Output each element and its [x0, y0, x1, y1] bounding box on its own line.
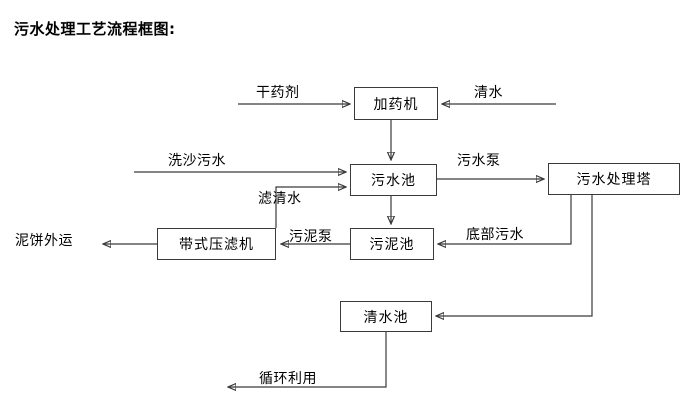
node-label: 带式压滤机 [179, 237, 254, 253]
node-label: 污水处理塔 [576, 172, 652, 188]
edge-label-sludge-pump: 污泥泵 [289, 229, 333, 245]
edge-label-bottom-sewage: 底部污水 [466, 227, 524, 243]
terminal-sand-wash-wastewater: 洗沙污水 [168, 153, 226, 169]
edge-label-filtered-clear-water: 滤清水 [258, 191, 302, 207]
node-label: 清水池 [363, 309, 409, 326]
node-treatment-tower[interactable]: 污水处理塔 [548, 163, 680, 195]
page-title: 污水处理工艺流程框图: [14, 20, 176, 38]
node-label: 加药机 [373, 96, 419, 113]
node-wastewater-pool[interactable]: 污水池 [350, 164, 437, 196]
node-dosing-machine[interactable]: 加药机 [354, 87, 438, 120]
node-label: 污水池 [371, 173, 416, 189]
node-belt-filter-press[interactable]: 带式压滤机 [157, 228, 276, 260]
edge-label-wastewater-pump: 污水泵 [457, 153, 501, 169]
edge-tower-to-clean-water-pool [436, 195, 593, 316]
node-label: 污泥池 [369, 237, 415, 253]
edge-label-recycle-reuse: 循环利用 [259, 371, 317, 387]
terminal-dry-reagent: 干药剂 [256, 85, 300, 101]
terminal-mud-cake-out: 泥饼外运 [15, 233, 73, 249]
terminal-clear-water-in: 清水 [474, 85, 503, 101]
node-sludge-pool[interactable]: 污泥池 [350, 228, 434, 260]
node-clean-water-pool[interactable]: 清水池 [340, 301, 432, 332]
